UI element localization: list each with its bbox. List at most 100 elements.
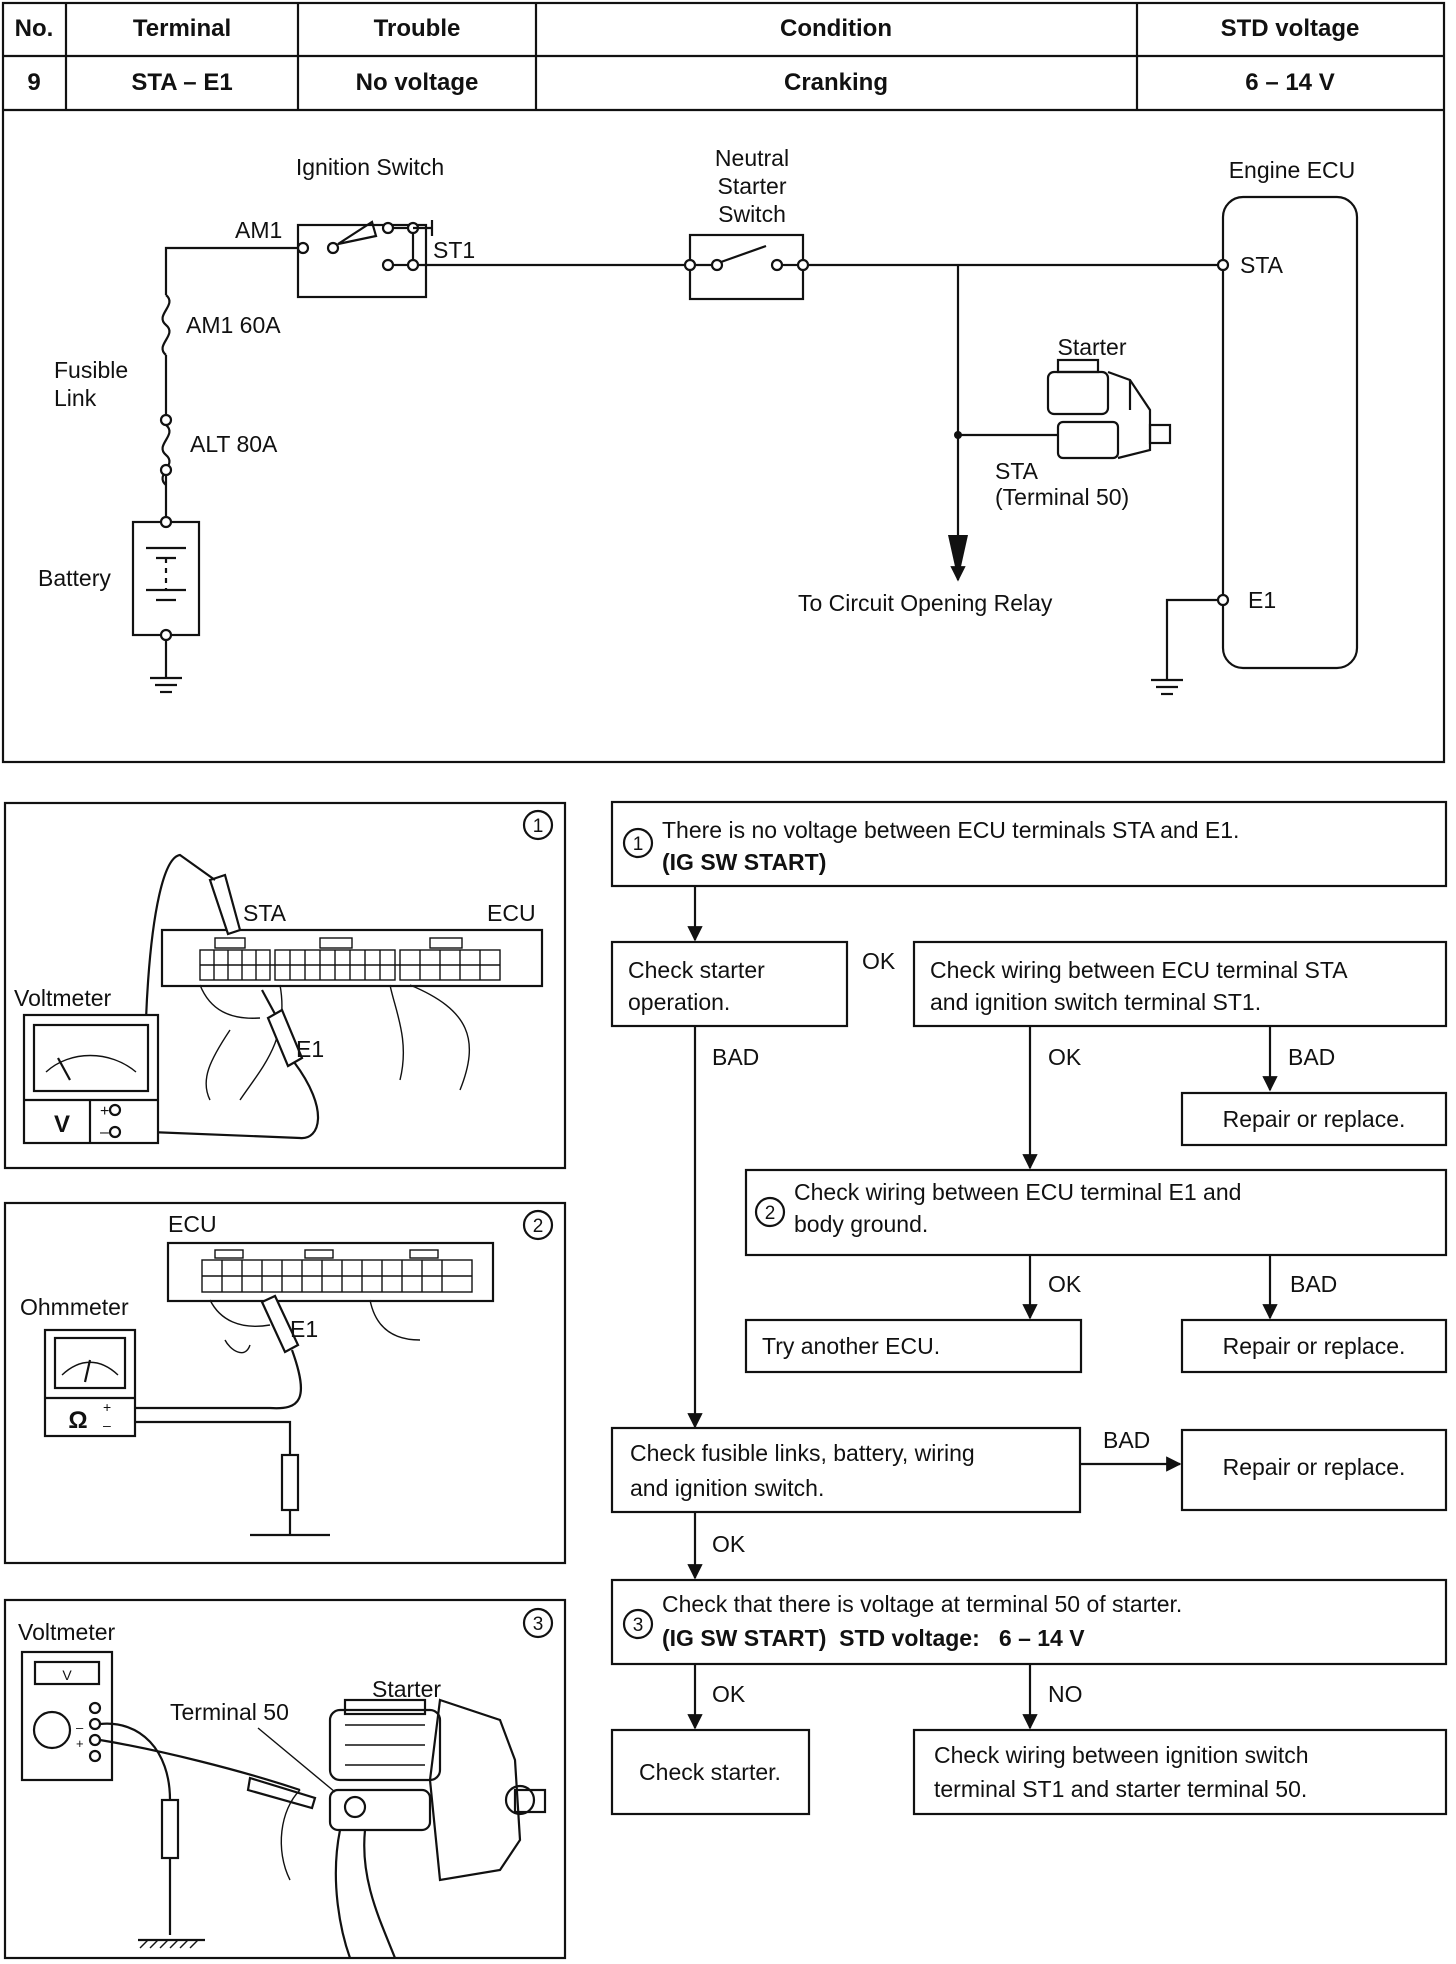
header-condition: Condition	[780, 15, 892, 42]
fuse-am1-label: AM1 60A	[186, 312, 281, 338]
voltmeter-3-display	[33, 1660, 101, 1686]
step1-line2: (IG SW START)	[662, 849, 826, 875]
ecu-connector-1	[160, 928, 544, 988]
check-wiring-st1-line1: Check wiring between ignition switch	[934, 1742, 1309, 1768]
fig1-minus: –	[100, 1124, 109, 1141]
step2-line1: Check wiring between ECU terminal E1 and	[794, 1179, 1241, 1205]
fig3-starter-label: Starter	[372, 1676, 441, 1702]
fig2-number: 2	[533, 1216, 544, 1237]
ohmmeter-2-display	[53, 1336, 127, 1390]
probe-terminal50-3	[246, 1776, 317, 1810]
check-fusible-line2: and ignition switch.	[630, 1475, 824, 1501]
repair-box-3	[1180, 1428, 1448, 1512]
engine-ecu-label: Engine ECU	[1229, 157, 1356, 183]
fig1-e1-label: E1	[296, 1036, 324, 1062]
ignition-switch-label: Ignition Switch	[296, 154, 444, 180]
neutral-switch-contact	[720, 244, 767, 264]
repair-text-1: Repair or replace.	[1223, 1106, 1406, 1132]
cell-std-voltage: 6 – 14 V	[1245, 69, 1334, 96]
fig2-minus: –	[103, 1417, 111, 1433]
fuse-alt-label: ALT 80A	[190, 431, 278, 457]
fig3-meter-symbol: V	[62, 1667, 72, 1683]
fuse-am1-symbol	[161, 294, 171, 356]
step1-number: 1	[633, 834, 644, 855]
cell-terminal: STA – E1	[131, 69, 232, 96]
check-starter-box	[610, 1728, 811, 1816]
ignition-switch-contact	[337, 220, 378, 246]
battery-label: Battery	[38, 565, 111, 591]
probe-ground-2	[280, 1453, 300, 1512]
bad-label-a: BAD	[712, 1044, 759, 1070]
ok-label-d: OK	[712, 1531, 746, 1557]
cell-condition: Cranking	[784, 69, 888, 96]
illustration-2: 2 ECU E1 Ohmmeter Ω + –	[3, 1201, 567, 1565]
ok-label-c: OK	[1048, 1271, 1082, 1297]
step3-line1: Check that there is voltage at terminal …	[662, 1591, 1182, 1617]
starter-motor-schematic	[1046, 358, 1172, 460]
ecu-sta-label: STA	[1240, 252, 1284, 278]
repair-box-2	[1180, 1318, 1448, 1374]
neutral-label-2: Starter	[717, 173, 786, 199]
check-wiring-sta-line2: and ignition switch terminal ST1.	[930, 989, 1261, 1015]
spec-table: No. Terminal Trouble Condition STD volta…	[1, 1, 1446, 764]
illustration-1: 1 STA ECU E1 Voltmeter V + –	[3, 801, 567, 1170]
ignition-switch-box	[296, 223, 428, 299]
repair-box-1	[1180, 1091, 1448, 1147]
step1-line1: There is no voltage between ECU terminal…	[662, 817, 1239, 843]
fusible-link-label-1: Fusible	[54, 357, 128, 383]
neutral-starter-switch-box	[688, 233, 805, 301]
try-another-ecu-text: Try another ECU.	[762, 1333, 940, 1359]
fig2-ohmmeter-label: Ohmmeter	[20, 1294, 129, 1320]
fig3-minus: –	[76, 1720, 84, 1735]
starter-label: Starter	[1057, 334, 1126, 360]
step2-box	[744, 1168, 1448, 1257]
check-fusible-links-box	[610, 1426, 1082, 1514]
ground-hatching-3	[138, 1938, 205, 1949]
ignition-terminal-am1	[296, 241, 310, 255]
neutral-label-3: Switch	[718, 201, 786, 227]
step3-line2: (IG SW START) STD voltage: 6 – 14 V	[662, 1625, 1085, 1651]
try-another-ecu-box	[744, 1318, 1083, 1374]
starter-terminal-label-1: STA	[995, 458, 1039, 484]
ok-label-e: OK	[712, 1681, 746, 1707]
bad-label-c: BAD	[1290, 1271, 1337, 1297]
ok-label-a: OK	[862, 948, 896, 974]
cell-no: 9	[27, 69, 40, 96]
ok-label-b: OK	[1048, 1044, 1082, 1070]
st1-label: ST1	[433, 237, 475, 263]
troubleshooting-flowchart: 1 There is no voltage between ECU termin…	[610, 800, 1448, 1816]
starter-terminal-label-2: (Terminal 50)	[995, 484, 1129, 510]
header-no: No.	[15, 15, 54, 42]
step3-number: 3	[633, 1615, 644, 1636]
fig2-ecu-label: ECU	[168, 1211, 217, 1237]
header-terminal: Terminal	[133, 15, 231, 42]
circuit-opening-relay-label: To Circuit Opening Relay	[798, 590, 1053, 616]
repair-text-3: Repair or replace.	[1223, 1454, 1406, 1480]
ecu-connector-2	[166, 1241, 495, 1303]
check-wiring-st1-box	[912, 1728, 1448, 1816]
fig1-ecu-label: ECU	[487, 900, 536, 926]
step1-box	[610, 800, 1448, 888]
check-fusible-line1: Check fusible links, battery, wiring	[630, 1440, 975, 1466]
check-wiring-st1-line2: terminal ST1 and starter terminal 50.	[934, 1776, 1307, 1802]
fig3-terminal50-label: Terminal 50	[170, 1699, 289, 1725]
table-frame	[1, 1, 1446, 764]
check-starter-op-line2: operation.	[628, 989, 730, 1015]
fuse-alt-symbol	[161, 424, 171, 486]
fig3-number: 3	[533, 1614, 544, 1635]
header-trouble: Trouble	[374, 15, 461, 42]
check-starter-text: Check starter.	[639, 1759, 781, 1785]
header-std-voltage: STD voltage	[1221, 15, 1360, 42]
cell-trouble: No voltage	[356, 69, 479, 96]
check-starter-operation-box	[610, 940, 849, 1028]
voltmeter-1-display	[32, 1023, 150, 1093]
step2-number: 2	[765, 1203, 776, 1224]
harness-wires-1	[199, 984, 471, 1101]
repair-text-2: Repair or replace.	[1223, 1333, 1406, 1359]
illustration-3: 3 Voltmeter V – + Terminal 50 Starter	[3, 1598, 567, 1960]
ecu-e1-label: E1	[1248, 587, 1276, 613]
probe-negative-1	[266, 1008, 304, 1068]
bad-label-b: BAD	[1288, 1044, 1335, 1070]
engine-ecu-box	[1221, 195, 1359, 670]
